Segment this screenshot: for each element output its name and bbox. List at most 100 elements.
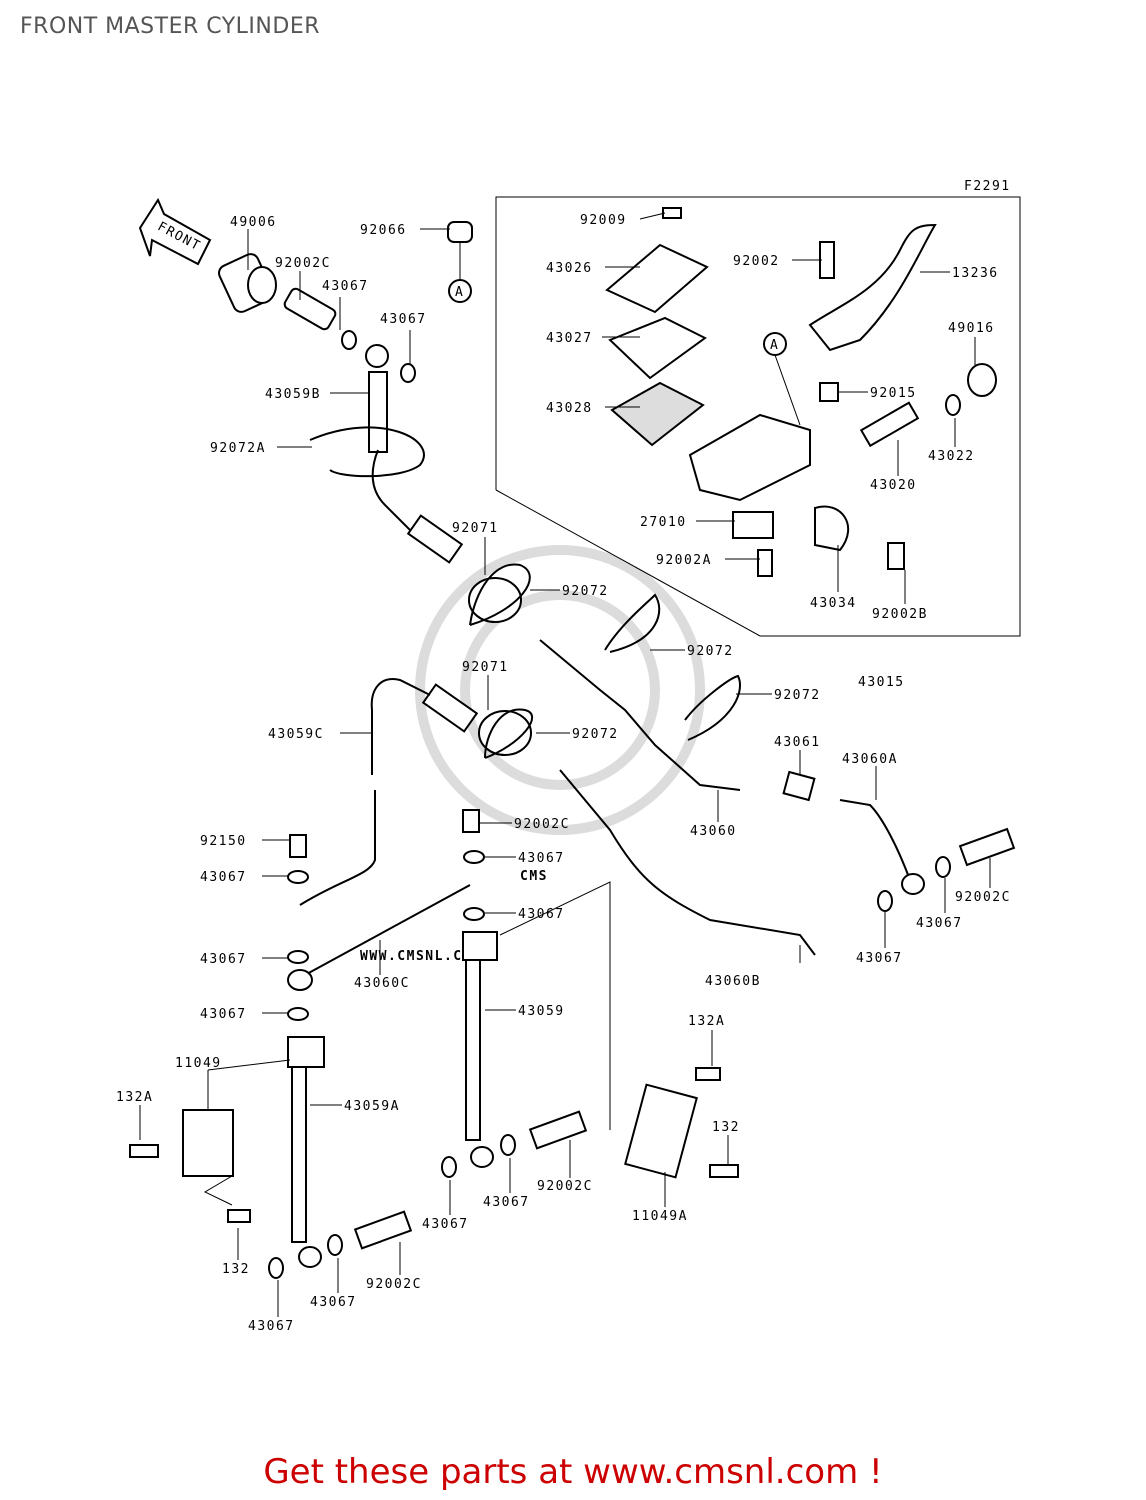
washer-icon <box>341 330 357 350</box>
label-92072: 92072 <box>687 644 734 659</box>
washer-icon <box>287 1007 309 1021</box>
washer-icon <box>877 890 893 912</box>
label-92002C: 92002C <box>537 1179 593 1194</box>
washer-icon <box>500 1134 516 1156</box>
label-43067: 43067 <box>200 1007 247 1022</box>
plate-43027-icon <box>608 316 707 380</box>
banjo-bolt-bottom-b-icon <box>353 1210 413 1250</box>
clamp-92072-c-icon <box>684 674 741 741</box>
banjo-bolt-bottom-a-icon <box>528 1110 588 1150</box>
cover-43026-icon <box>605 243 709 314</box>
label-43034: 43034 <box>810 596 857 611</box>
watermark-brand: CMS <box>520 869 548 884</box>
line-43060B-icon <box>559 769 816 956</box>
footer-link[interactable]: Get these parts at www.cmsnl.com ! <box>263 1452 883 1492</box>
washer-icon <box>441 1156 457 1178</box>
piston-43020-icon <box>859 401 920 448</box>
front-arrow-icon: FRONT <box>138 197 212 266</box>
label-43067: 43067 <box>380 312 427 327</box>
circlip-43022-icon <box>945 394 961 416</box>
label-92009: 92009 <box>580 213 627 228</box>
part-labels: 49006 92066 92002C 43067 43067 43059B 92… <box>116 213 1011 1334</box>
label-49006: 49006 <box>230 215 277 230</box>
label-92072A: 92072A <box>210 441 266 456</box>
washer-icon <box>268 1257 284 1279</box>
label-132A: 132A <box>688 1014 725 1029</box>
bracket-11049-icon <box>182 1109 234 1177</box>
label-43022: 43022 <box>928 449 975 464</box>
label-43026: 43026 <box>546 261 593 276</box>
label-43059: 43059 <box>518 1004 565 1019</box>
bolt-132-left-icon <box>227 1209 251 1223</box>
ref-marker-left: A <box>448 279 472 303</box>
label-43059B: 43059B <box>265 387 321 402</box>
line-43060C-icon <box>304 884 471 976</box>
label-92072: 92072 <box>572 727 619 742</box>
washer-icon <box>287 950 309 964</box>
washer-icon <box>287 870 309 884</box>
label-92002C: 92002C <box>955 890 1011 905</box>
label-92066: 92066 <box>360 223 407 238</box>
grommet-lower-icon <box>478 710 532 756</box>
washer-icon <box>463 850 485 864</box>
clamp-92072A-icon <box>309 426 425 478</box>
body-43015-icon <box>688 413 811 502</box>
hose-43059C-icon <box>370 678 431 775</box>
bolt-92002A-icon <box>757 549 773 577</box>
fitting-43059-icon <box>462 931 498 961</box>
bolt-132-right-icon <box>709 1164 739 1178</box>
bolt-92150-icon <box>289 834 307 858</box>
label-43067: 43067 <box>916 916 963 931</box>
switch-27010-icon <box>732 511 774 539</box>
label-92002C: 92002C <box>366 1277 422 1292</box>
watermark: CMS WWW.CMSNL.COM <box>360 545 705 964</box>
label-132A: 132A <box>116 1090 153 1105</box>
bracket-11049A-icon <box>624 1083 698 1179</box>
label-92002C: 92002C <box>275 256 331 271</box>
page-title: FRONT MASTER CYLINDER <box>20 14 321 39</box>
label-43060A: 43060A <box>842 752 898 767</box>
bolt-92002B-icon <box>887 542 905 570</box>
label-43067: 43067 <box>422 1217 469 1232</box>
label-43020: 43020 <box>870 478 917 493</box>
ref-marker-left-label: A <box>455 285 464 300</box>
label-43059C: 43059C <box>268 727 324 742</box>
watermark-url: WWW.CMSNL.COM <box>360 949 481 964</box>
label-92015: 92015 <box>870 386 917 401</box>
label-92071: 92071 <box>462 660 509 675</box>
bolt-132A-left-icon <box>129 1144 159 1158</box>
assembly-box <box>495 196 1021 637</box>
label-27010: 27010 <box>640 515 687 530</box>
label-92002C: 92002C <box>514 817 570 832</box>
figure-code: F2291 <box>964 179 1011 194</box>
nut-92015-icon <box>819 382 839 402</box>
label-43028: 43028 <box>546 401 593 416</box>
label-43060: 43060 <box>690 824 737 839</box>
pin-92002-icon <box>819 241 835 279</box>
label-92072: 92072 <box>774 688 821 703</box>
holder-43034-icon <box>814 505 850 552</box>
label-43067: 43067 <box>518 907 565 922</box>
diaphragm-43028-icon <box>610 381 705 447</box>
hose-43059-icon <box>465 959 481 1141</box>
ref-marker-right: A <box>763 332 787 356</box>
label-92002B: 92002B <box>872 607 928 622</box>
clamp-92072-d-icon <box>484 708 533 759</box>
washer-icon <box>327 1234 343 1256</box>
label-132: 132 <box>712 1120 740 1135</box>
screw-92009-icon <box>662 207 682 219</box>
leader-lines <box>139 212 991 1317</box>
label-43067: 43067 <box>483 1195 530 1210</box>
label-13236: 13236 <box>952 266 999 281</box>
hose-43059B-icon <box>365 344 389 453</box>
label-11049: 11049 <box>175 1056 222 1071</box>
hose-43059A-icon <box>291 1066 307 1243</box>
lever-13236-icon <box>808 223 937 352</box>
washer-icon <box>935 856 951 878</box>
label-43067: 43067 <box>200 952 247 967</box>
label-92072: 92072 <box>562 584 609 599</box>
label-92071: 92071 <box>452 521 499 536</box>
banjo-43059-icon <box>470 1146 494 1168</box>
label-43060C: 43060C <box>354 976 410 991</box>
